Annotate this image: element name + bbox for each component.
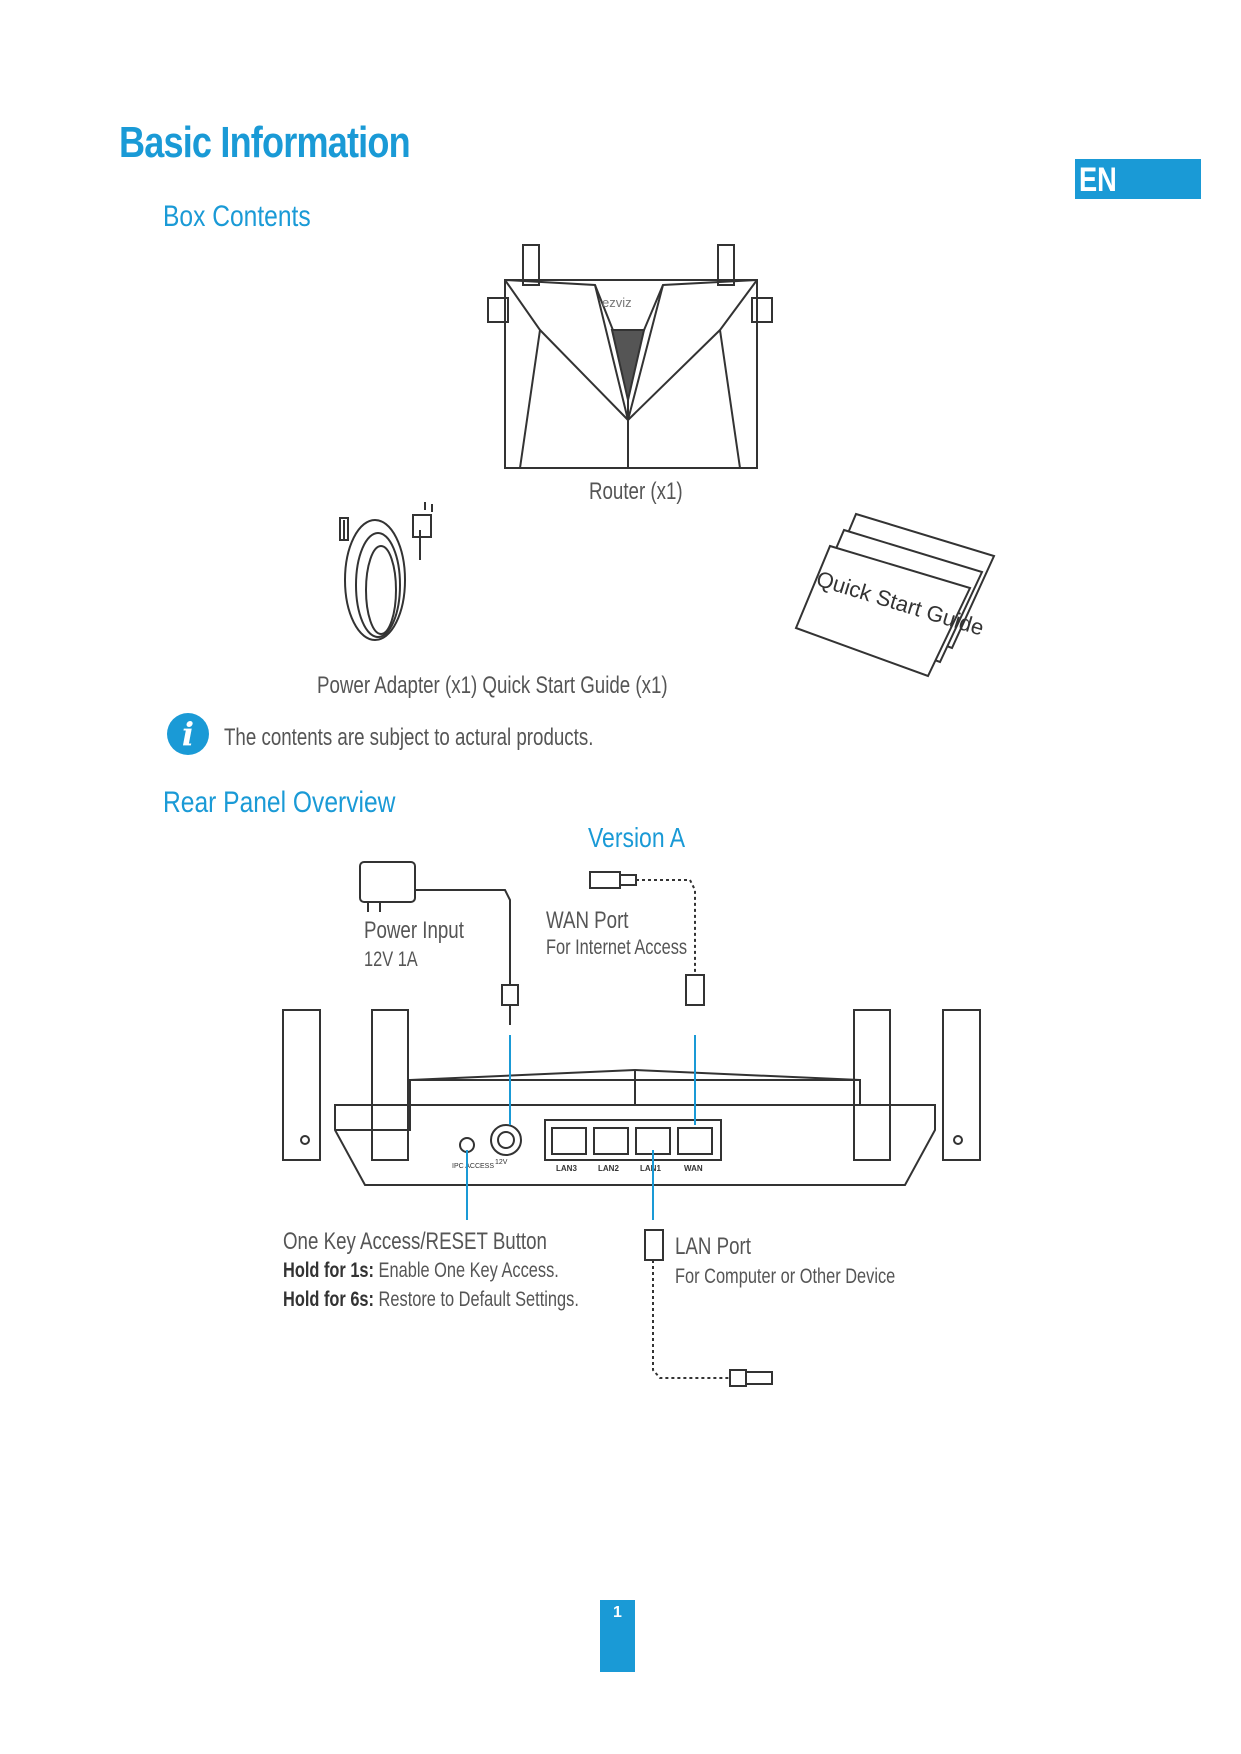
reset-hold6-line: Hold for 6s: Restore to Default Settings… [283, 1288, 579, 1312]
power-input-label: Power Input [364, 917, 464, 944]
port-label-lan1: LAN1 [640, 1164, 661, 1173]
reset-hold1-line: Hold for 1s: Enable One Key Access. [283, 1259, 559, 1283]
wan-port-desc: For Internet Access [546, 936, 688, 959]
language-tab-label: EN [1079, 161, 1117, 199]
lan-port-label: LAN Port [675, 1233, 751, 1260]
page-title: Basic Information [119, 118, 411, 167]
reset-hold6-value: Restore to Default Settings. [378, 1288, 579, 1311]
router-front-illustration [487, 244, 773, 469]
adapter-guide-caption: Power Adapter (x1) Quick Start Guide (x1… [317, 672, 668, 699]
router-logo: ezviz [602, 295, 632, 310]
wan-cable-illustration [589, 871, 705, 1006]
box-contents-heading: Box Contents [163, 200, 311, 233]
note-text: The contents are subject to actural prod… [224, 724, 594, 751]
info-icon: i [167, 713, 209, 755]
router-caption: Router (x1) [589, 478, 683, 505]
power-cable-illustration [359, 861, 519, 1025]
page-number-tab: 1 [600, 1600, 635, 1672]
power-input-spec: 12V 1A [364, 948, 418, 971]
reset-button-label: One Key Access/RESET Button [283, 1228, 547, 1255]
rear-panel-heading: Rear Panel Overview [163, 786, 396, 819]
wan-port-label: WAN Port [546, 907, 629, 934]
language-tab: EN [1075, 159, 1201, 199]
reset-hold1-value: Enable One Key Access. [378, 1259, 559, 1282]
port-label-lan3: LAN3 [556, 1164, 577, 1173]
reset-hold1-key: Hold for 1s: [283, 1259, 375, 1282]
rear-panel-illustration [282, 1009, 981, 1186]
lan-port-desc: For Computer or Other Device [675, 1265, 896, 1288]
quick-start-guide-illustration [794, 512, 996, 678]
version-label: Version A [588, 822, 686, 853]
reset-hold6-key: Hold for 6s: [283, 1288, 375, 1311]
dc-label: 12V [495, 1159, 508, 1166]
port-label-lan2: LAN2 [598, 1164, 619, 1173]
page-number: 1 [613, 1604, 622, 1621]
power-adapter-illustration [339, 502, 433, 641]
ipc-access-label: IPC ACCESS [452, 1163, 494, 1170]
port-label-wan: WAN [684, 1164, 703, 1173]
lan-cable-illustration [644, 1229, 773, 1387]
